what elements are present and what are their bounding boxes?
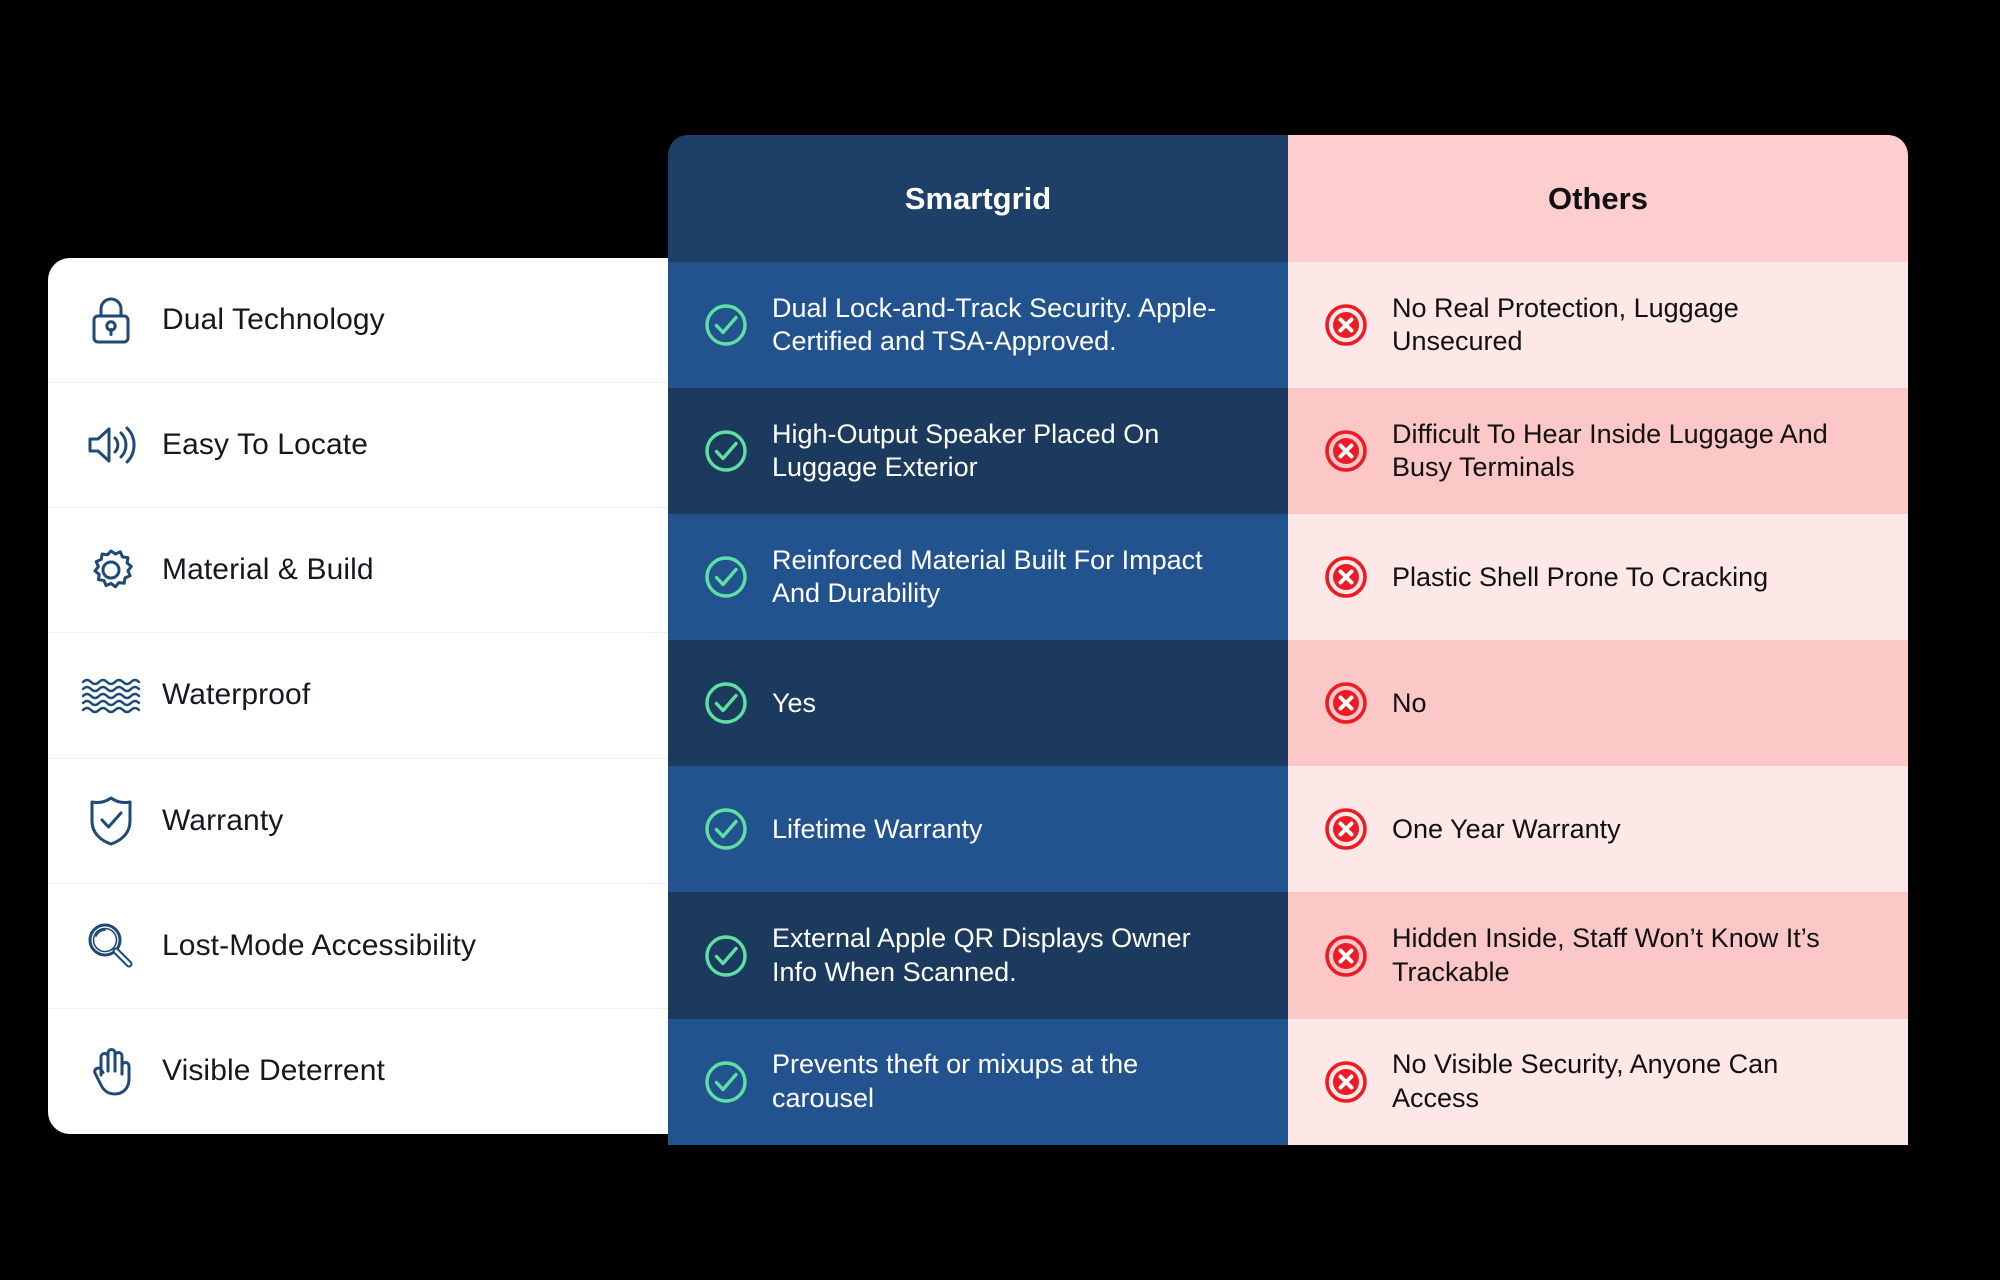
smartgrid-header: Smartgrid xyxy=(668,135,1288,262)
cross-circle-icon xyxy=(1320,803,1372,855)
hand-icon xyxy=(78,1038,144,1104)
shield-check-icon xyxy=(78,788,144,854)
column-others: Others No Real Protection, Luggage Unsec… xyxy=(1288,135,1908,1145)
others-header: Others xyxy=(1288,135,1908,262)
smartgrid-cell: External Apple QR Displays Owner Info Wh… xyxy=(668,892,1288,1019)
others-cell-text: Plastic Shell Prone To Cracking xyxy=(1392,561,1769,592)
others-cell-text: No Visible Security, Anyone Can Access xyxy=(1392,1049,1779,1113)
cross-circle-icon xyxy=(1320,425,1372,477)
lock-icon xyxy=(78,287,144,353)
others-cell-text: No xyxy=(1392,687,1427,718)
column-smartgrid: Smartgrid Dual Lock-and-Track Security. … xyxy=(668,135,1288,1145)
smartgrid-cell-text: External Apple QR Displays Owner Info Wh… xyxy=(772,923,1191,987)
smartgrid-cell: High-Output Speaker Placed On Luggage Ex… xyxy=(668,388,1288,515)
others-cell-text: One Year Warranty xyxy=(1392,813,1621,844)
feature-label: Visible Deterrent xyxy=(162,1054,385,1088)
check-circle-icon xyxy=(700,677,752,729)
others-cell-text: Hidden Inside, Staff Won’t Know It’s Tra… xyxy=(1392,923,1820,987)
cross-circle-icon xyxy=(1320,677,1372,729)
smartgrid-cell-text: Dual Lock-and-Track Security. Apple-Cert… xyxy=(772,292,1217,357)
others-cell: One Year Warranty xyxy=(1288,766,1908,893)
others-cell-text: Difficult To Hear Inside Luggage And Bus… xyxy=(1392,418,1828,483)
feature-label: Waterproof xyxy=(162,678,311,712)
smartgrid-cell-text: Reinforced Material Built For Impact And… xyxy=(772,544,1203,609)
smartgrid-cell: Dual Lock-and-Track Security. Apple-Cert… xyxy=(668,262,1288,389)
smartgrid-cell: Prevents theft or mixups at the carousel xyxy=(668,1018,1288,1145)
smartgrid-cell: Lifetime Warranty xyxy=(668,766,1288,893)
comparison-columns: Smartgrid Dual Lock-and-Track Security. … xyxy=(668,135,1908,1145)
others-cell-text: No Real Protection, Luggage Unsecured xyxy=(1392,292,1739,357)
feature-label: Easy To Locate xyxy=(162,428,368,462)
smartgrid-cell: Reinforced Material Built For Impact And… xyxy=(668,514,1288,641)
check-circle-icon xyxy=(700,930,752,982)
others-cell: No Visible Security, Anyone Can Access xyxy=(1288,1018,1908,1145)
feature-label: Material & Build xyxy=(162,553,374,587)
feature-label: Lost-Mode Accessibility xyxy=(162,928,477,962)
cross-circle-icon xyxy=(1320,930,1372,982)
gear-icon xyxy=(78,537,144,603)
cross-circle-icon xyxy=(1320,551,1372,603)
feature-row: Visible Deterrent xyxy=(48,1009,1288,1134)
check-circle-icon xyxy=(700,425,752,477)
cross-circle-icon xyxy=(1320,1056,1372,1108)
cross-circle-icon xyxy=(1320,299,1372,351)
feature-label: Dual Technology xyxy=(162,303,385,337)
others-cell: Plastic Shell Prone To Cracking xyxy=(1288,514,1908,641)
feature-label: Warranty xyxy=(162,803,284,837)
others-cell: Hidden Inside, Staff Won’t Know It’s Tra… xyxy=(1288,892,1908,1019)
check-circle-icon xyxy=(700,803,752,855)
smartgrid-cell-text: Lifetime Warranty xyxy=(772,813,983,844)
smartgrid-cell-text: High-Output Speaker Placed On Luggage Ex… xyxy=(772,418,1160,483)
smartgrid-cell: Yes xyxy=(668,640,1288,767)
smartgrid-cell-text: Prevents theft or mixups at the carousel xyxy=(772,1049,1139,1113)
speaker-icon xyxy=(78,412,144,478)
others-cell: No xyxy=(1288,640,1908,767)
check-circle-icon xyxy=(700,1056,752,1108)
magnifier-icon xyxy=(78,913,144,979)
others-cell: No Real Protection, Luggage Unsecured xyxy=(1288,262,1908,389)
smartgrid-cell-text: Yes xyxy=(772,687,817,718)
check-circle-icon xyxy=(700,551,752,603)
check-circle-icon xyxy=(700,299,752,351)
others-cell: Difficult To Hear Inside Luggage And Bus… xyxy=(1288,388,1908,515)
waves-icon xyxy=(78,662,144,728)
